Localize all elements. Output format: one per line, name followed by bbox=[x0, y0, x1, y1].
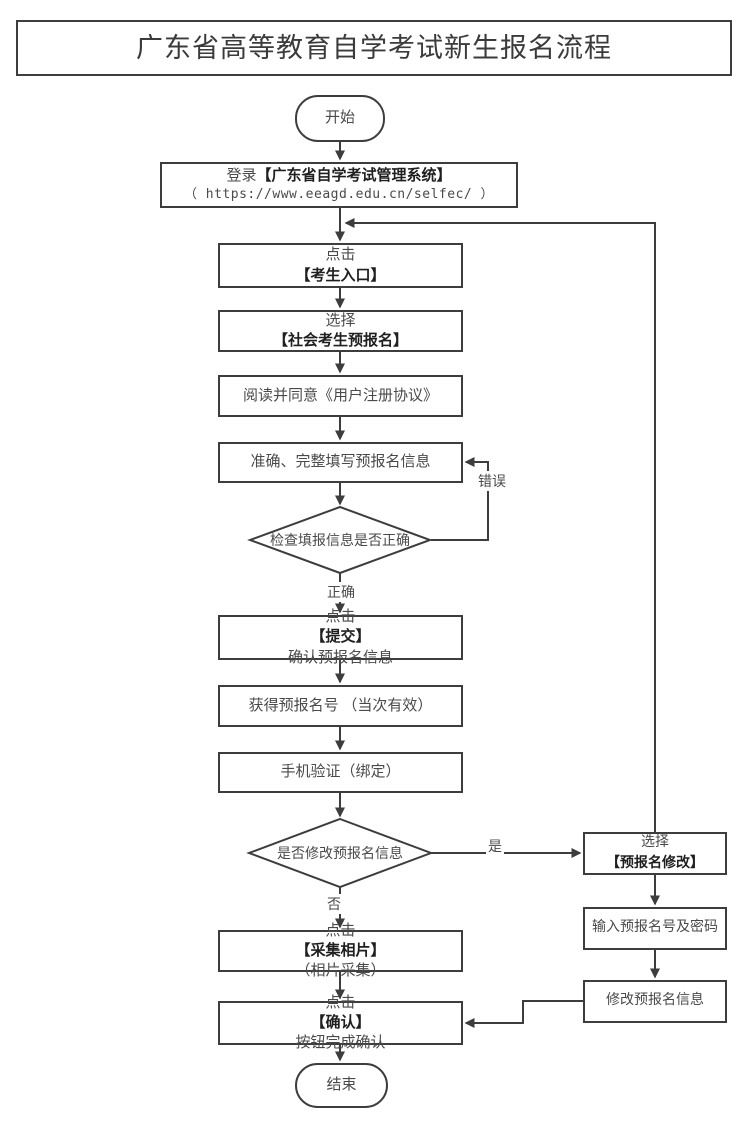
node-submit: 点击【提交】确认预报名信息 bbox=[218, 609, 463, 666]
node-login-system: 登录【广东省自学考试管理系统】 （ https://www.eeagd.edu.… bbox=[160, 162, 518, 208]
node-fill-info: 准确、完整填写预报名信息 bbox=[218, 442, 463, 483]
node-login-line1: 登录【广东省自学考试管理系统】 bbox=[226, 167, 452, 185]
node-phone-verify: 手机验证（绑定） bbox=[218, 752, 463, 793]
decision-check-info-label: 检查填报信息是否正确 bbox=[270, 534, 410, 549]
node-start: 开始 bbox=[295, 95, 385, 142]
edge-error-loop bbox=[431, 457, 489, 541]
page-title: 广东省高等教育自学考试新生报名流程 bbox=[16, 20, 732, 76]
node-choose-modify-line2: 【预报名修改】 bbox=[606, 853, 704, 870]
node-user-agreement: 阅读并同意《用户注册协议》 bbox=[218, 375, 463, 417]
edge-label-no: 否 bbox=[325, 894, 343, 914]
edge-modify-confirm bbox=[464, 1000, 583, 1028]
node-capture-photo: 点击【采集相片】（相片采集） bbox=[218, 923, 463, 979]
node-get-prereg-number: 获得预报名号 （当次有效） bbox=[218, 685, 463, 727]
node-candidate-entry: 点击【考生入口】 bbox=[218, 243, 463, 288]
decision-modify-label: 是否修改预报名信息 bbox=[277, 847, 403, 862]
node-modify-info: 修改预报名信息 bbox=[583, 980, 727, 1023]
node-login-url: （ https://www.eeagd.edu.cn/selfec/ ） bbox=[183, 187, 495, 203]
edge-label-error: 错误 bbox=[476, 471, 508, 491]
node-confirm: 点击【确认】按钮完成确认 bbox=[218, 995, 463, 1051]
node-end: 结束 bbox=[295, 1063, 388, 1108]
node-choose-modify-line1: 选择 bbox=[641, 834, 669, 850]
node-choose-modify: 选择 【预报名修改】 bbox=[583, 832, 727, 875]
node-choose-preregistration: 选择【社会考生预报名】 bbox=[218, 310, 463, 352]
node-enter-credentials: 输入预报名号及密码 bbox=[583, 907, 727, 950]
edge-return-to-main bbox=[344, 218, 656, 832]
edge-label-correct: 正确 bbox=[325, 582, 357, 602]
edge-label-yes: 是 bbox=[486, 836, 504, 856]
